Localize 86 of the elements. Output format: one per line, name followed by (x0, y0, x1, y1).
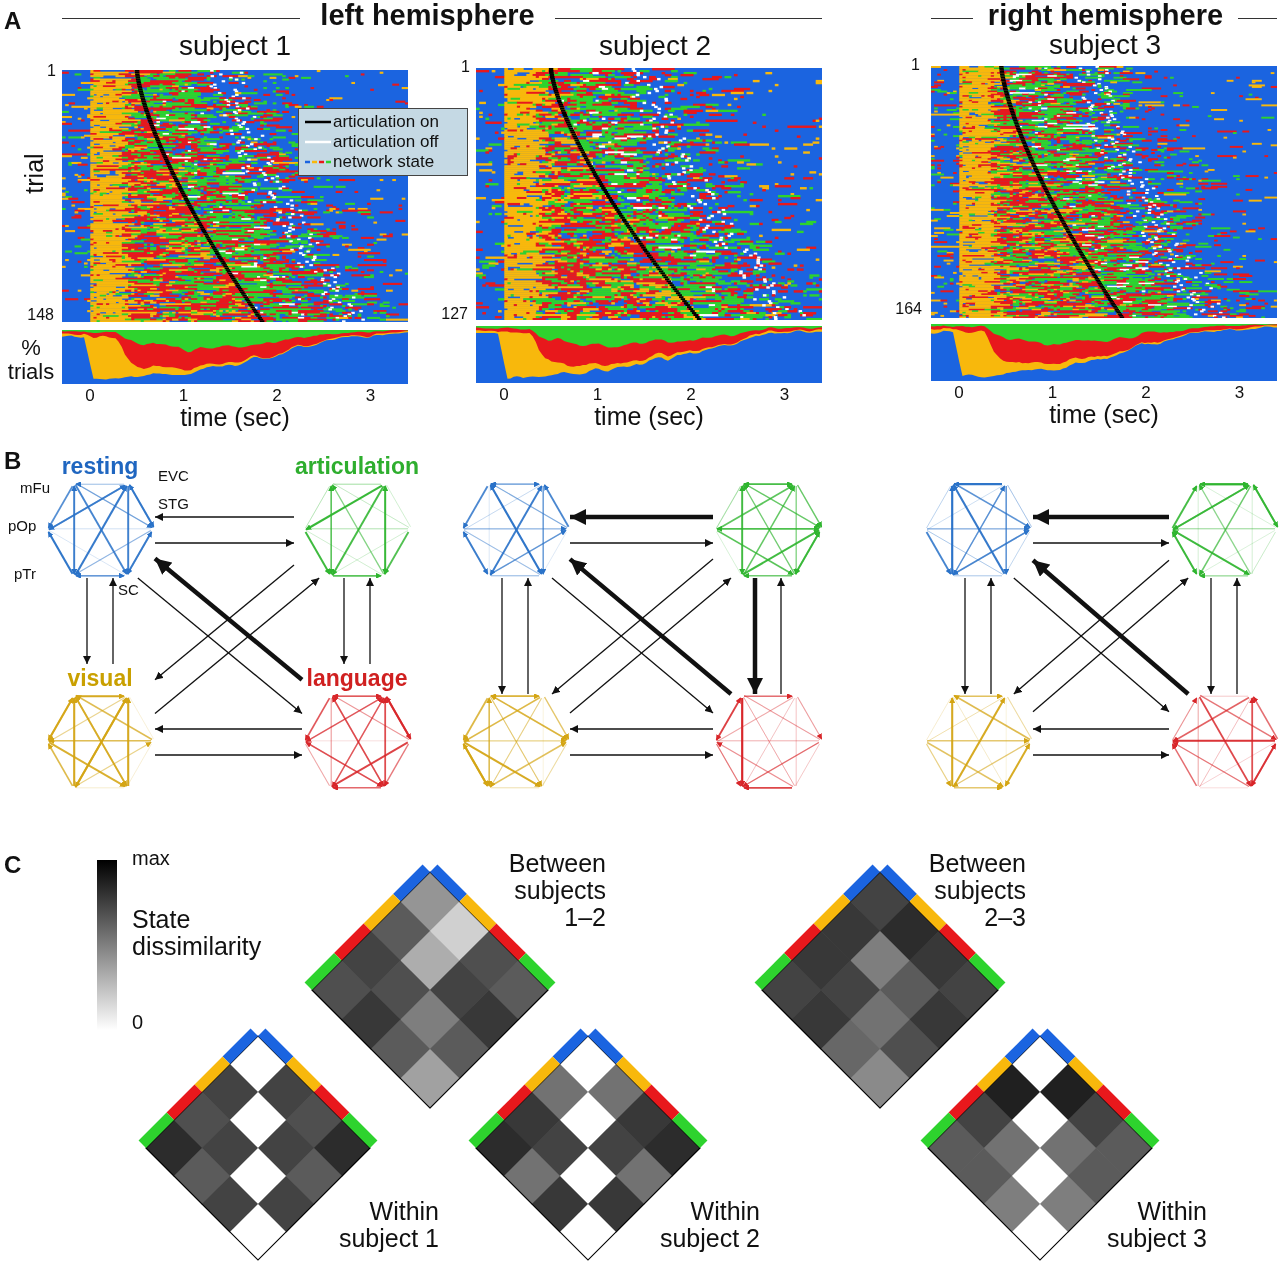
region-label: EVC (158, 468, 189, 485)
transition-arrow (1207, 577, 1215, 695)
transition-arrow (154, 725, 303, 733)
axis-label: time (sec) (1048, 401, 1160, 428)
transition-arrow (568, 557, 733, 696)
axis-label: time (sec) (593, 403, 705, 430)
transition-arrow (154, 751, 303, 759)
axis-tick-label: 1 (46, 62, 56, 80)
legend-label: articulation off (333, 132, 439, 152)
axis-tick-label: 1 (460, 58, 470, 76)
transition-arrow (154, 577, 320, 715)
panel-letter: A (4, 8, 23, 34)
hemisphere-heading: right hemisphere (986, 0, 1225, 32)
transition-arrow (570, 509, 713, 525)
transition-arrow (569, 539, 714, 547)
region-label: STG (158, 496, 189, 513)
matrix-caption: Within subject 1 (337, 1198, 439, 1252)
panel-letter: B (4, 448, 23, 474)
transition-arrow (1033, 509, 1169, 525)
transition-arrow (366, 577, 374, 665)
matrix-caption: Between subjects 2–3 (927, 850, 1026, 931)
axis-tick-label: 2 (685, 386, 697, 405)
state-title: visual (66, 664, 134, 692)
axis-tick-label: 0 (953, 384, 965, 403)
region-label: pOp (8, 518, 37, 535)
colorbar-label: 0 (132, 1012, 145, 1034)
axis-tick-label: 1 (910, 56, 920, 74)
transition-arrow (1032, 751, 1170, 759)
axis-tick-label: 1 (1046, 384, 1059, 403)
transition-arrow (340, 577, 348, 665)
transition-arrow (569, 725, 714, 733)
transition-arrow (524, 577, 532, 695)
axis-tick-label: 164 (894, 300, 922, 318)
transition-arrow (154, 513, 295, 521)
axis-tick-label: 1 (591, 386, 604, 405)
transition-arrow (1032, 539, 1170, 547)
transition-arrow (747, 578, 763, 694)
subject-title: subject 1 (177, 31, 293, 62)
axis-tick-label: 3 (1233, 384, 1246, 403)
transition-arrow (154, 539, 295, 547)
transition-arrow (498, 577, 506, 695)
transition-arrow (569, 751, 714, 759)
legend-label: network state (333, 152, 435, 172)
axis-tick-label: 3 (364, 387, 377, 406)
transition-arrow (1031, 558, 1190, 696)
state-title: language (305, 664, 409, 692)
transition-arrow (83, 577, 91, 665)
matrix-caption: Between subjects 1–2 (507, 850, 606, 931)
colorbar-title: State dissimilarity (132, 906, 263, 960)
legend-label: articulation on (333, 112, 439, 132)
region-label: pTr (14, 566, 36, 583)
axis-tick-label: 1 (177, 387, 190, 406)
axis-tick-label: 0 (84, 387, 96, 406)
transition-arrow (987, 577, 995, 695)
hemisphere-heading: left hemisphere (319, 0, 536, 32)
axis-label: time (sec) (179, 404, 291, 431)
subject-title: subject 3 (1048, 30, 1162, 61)
matrix-caption: Within subject 2 (658, 1198, 760, 1252)
transition-arrow (1233, 577, 1241, 695)
axis-tick-label: 2 (271, 387, 283, 406)
axis-tick-label: 2 (1140, 384, 1152, 403)
transition-arrow (1013, 559, 1170, 695)
state-title: resting (60, 452, 140, 480)
transition-arrow (1013, 577, 1170, 713)
matrix-caption: Within subject 3 (1105, 1198, 1207, 1252)
transition-arrow (551, 558, 714, 695)
transition-arrow (961, 577, 969, 695)
transition-arrow (777, 577, 785, 695)
panel-letter: C (4, 852, 23, 878)
subject-title: subject 2 (597, 31, 713, 62)
region-label: SC (118, 582, 139, 599)
transition-arrow (569, 577, 732, 714)
axis-label: % trials (6, 336, 56, 384)
axis-tick-label: 0 (498, 386, 510, 405)
axis-tick-label: 3 (778, 386, 791, 405)
state-title: articulation (294, 452, 420, 480)
transition-arrow (1032, 577, 1189, 713)
transition-arrow (1032, 725, 1170, 733)
axis-tick-label: 127 (440, 305, 468, 323)
axis-label: trial (20, 152, 48, 196)
axis-tick-label: 148 (26, 306, 54, 324)
transition-arrow (137, 577, 303, 715)
colorbar-label: max (132, 848, 171, 870)
transition-arrow (109, 577, 117, 665)
region-label: mFu (20, 480, 50, 497)
transition-arrow (551, 577, 714, 714)
